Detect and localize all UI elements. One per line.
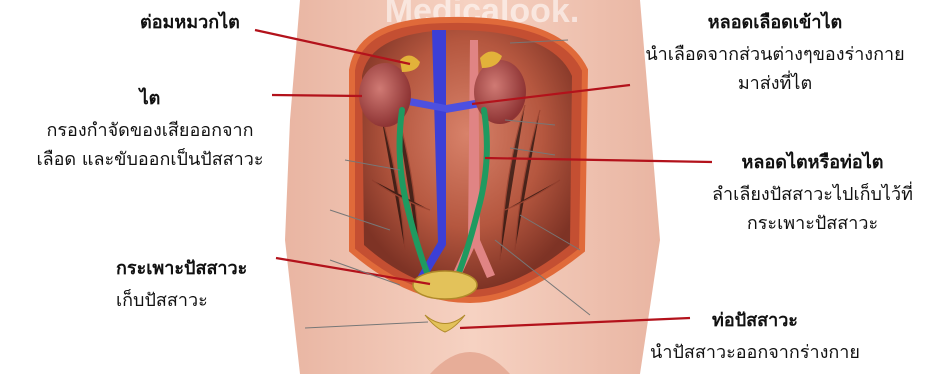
kidney-label: ไต กรองกำจัดของเสียออกจาก เลือด และขับออ… xyxy=(0,88,300,171)
bladder-label: กระเพาะปัสสาวะ เก็บปัสสาวะ xyxy=(116,258,247,311)
kidney-title: ไต xyxy=(140,88,161,109)
bladder-title: กระเพาะปัสสาวะ xyxy=(116,258,247,279)
urethra-label: ท่อปัสสาวะ นำปัสสาวะออกจากร่างกาย xyxy=(630,310,880,363)
ureter-title: หลอดไตหรือท่อไต xyxy=(742,152,884,173)
kidney-desc-1: กรองกำจัดของเสียออกจาก xyxy=(0,120,300,142)
renal-artery-title: หลอดเลือดเข้าไต xyxy=(708,12,842,33)
renal-artery-label: หลอดเลือดเข้าไต นำเลือดจากส่วนต่างๆของร่… xyxy=(625,12,925,95)
adrenal-label: ต่อมหมวกไต xyxy=(140,12,240,34)
ureter-desc-1: ลำเลียงปัสสาวะไปเก็บไว้ที่ xyxy=(690,184,935,206)
renal-artery-desc-1: นำเลือดจากส่วนต่างๆของร่างกาย xyxy=(625,44,925,66)
urethra-title: ท่อปัสสาวะ xyxy=(712,310,798,331)
adrenal-title: ต่อมหมวกไต xyxy=(140,12,240,33)
bladder-desc: เก็บปัสสาวะ xyxy=(116,290,247,312)
kidney-desc-2: เลือด และขับออกเป็นปัสสาวะ xyxy=(0,149,300,171)
ureter-label: หลอดไตหรือท่อไต ลำเลียงปัสสาวะไปเก็บไว้ท… xyxy=(690,152,935,235)
bladder xyxy=(413,271,477,299)
renal-artery-desc-2: มาส่งที่ไต xyxy=(625,73,925,95)
ureter-desc-2: กระเพาะปัสสาวะ xyxy=(690,213,935,235)
urethra-desc: นำปัสสาวะออกจากร่างกาย xyxy=(630,342,880,364)
